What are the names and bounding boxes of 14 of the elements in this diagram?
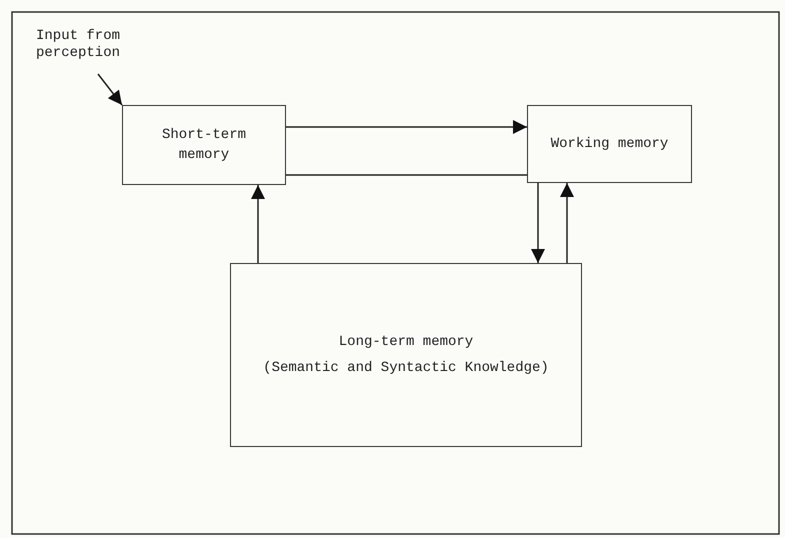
connector-line: [286, 174, 527, 176]
memory-box: [122, 105, 286, 185]
arrow: [286, 120, 527, 134]
arrow: [531, 183, 545, 263]
arrow: [97, 74, 123, 106]
arrow: [251, 185, 265, 263]
box-label: Short-term memory: [160, 126, 247, 165]
box-label: Working memory: [550, 134, 668, 154]
box-label: (Semantic and Syntactic Knowledge): [263, 359, 549, 378]
input-label: Input from perception: [36, 28, 122, 62]
box-label: Long-term memory: [338, 332, 474, 352]
memory-box: [527, 105, 692, 183]
memory-box: [230, 263, 582, 447]
arrow: [560, 183, 574, 263]
